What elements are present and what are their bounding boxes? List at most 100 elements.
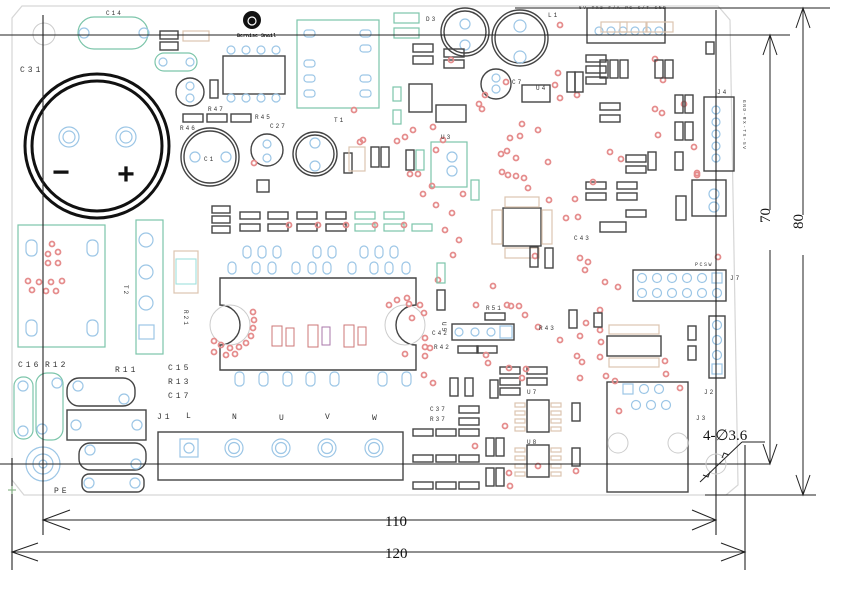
terminal-pad-v xyxy=(317,438,337,458)
label-c17: C17 xyxy=(168,392,191,401)
label-j1: J1 xyxy=(157,413,173,422)
power-module-outline xyxy=(219,277,417,371)
capacitor-c1 xyxy=(180,127,240,187)
label-r21: R21 xyxy=(182,310,189,327)
c31-pad-positive xyxy=(115,126,137,148)
label-c14: C14 xyxy=(106,10,123,17)
minus-sign: − xyxy=(52,158,70,192)
mcu-pins xyxy=(491,196,553,259)
dimension-80: 80 xyxy=(791,214,807,229)
smd-resistor xyxy=(182,113,204,123)
label-u4: U4 xyxy=(536,85,547,92)
smd-resistor xyxy=(412,55,434,65)
smd-resistor xyxy=(230,113,252,123)
capacitor-c7 xyxy=(480,68,512,100)
transformer-t1 xyxy=(296,19,380,109)
c31-outer-ring xyxy=(23,72,171,220)
pad xyxy=(119,130,133,144)
rj45-pads xyxy=(622,383,672,411)
dimension-110: 110 xyxy=(385,514,407,530)
pad xyxy=(158,57,168,67)
terminal-label-w: W xyxy=(372,414,380,423)
c31-inner-ring xyxy=(30,79,164,213)
label-u8: U8 xyxy=(527,439,538,446)
label-t2: T2 xyxy=(122,285,129,296)
mounting-hole-top-left xyxy=(32,22,56,46)
module-components xyxy=(271,324,367,348)
terminal-pad-w xyxy=(364,438,384,458)
label-d3: D3 xyxy=(426,16,437,23)
c31-pad-negative xyxy=(58,126,80,148)
top-connector-pads xyxy=(594,26,664,36)
smd-resistor xyxy=(206,113,228,123)
dimension-70: 70 xyxy=(758,208,774,223)
header-4pin xyxy=(708,315,726,379)
logo-text: Bernise Snail xyxy=(237,33,276,39)
label-l1: L1 xyxy=(548,12,559,19)
terminal-label-u: U xyxy=(279,414,287,423)
smd-resistor xyxy=(443,48,465,58)
scattered-vias xyxy=(250,21,722,490)
right-resistors xyxy=(585,21,674,233)
terminal-label-n: N xyxy=(232,413,240,422)
label-u3: U3 xyxy=(441,134,452,141)
ic-dip16 xyxy=(606,335,662,357)
mcu-qfp xyxy=(502,207,542,247)
label-r51: R51 xyxy=(486,305,503,312)
resistor-r11 xyxy=(66,377,136,407)
label-c31: C31 xyxy=(20,66,43,75)
label-r12: R12 xyxy=(45,361,68,370)
label-j4: J4 xyxy=(717,89,728,96)
connector-j5 xyxy=(691,179,727,217)
logo-spiral xyxy=(247,16,257,26)
diode xyxy=(393,27,420,39)
dimension-120: 120 xyxy=(385,546,408,562)
capacitor-c15 xyxy=(78,442,147,471)
capacitor-c7-large xyxy=(440,7,490,57)
lower-resistors xyxy=(412,312,548,490)
ic-dip8 xyxy=(222,55,286,95)
label-right-connector: GND-RX-TX-5V xyxy=(741,100,747,150)
label-c42: C42 xyxy=(432,330,449,337)
capacitor-c8 xyxy=(292,131,338,177)
pad xyxy=(78,27,90,39)
label-pe: PE xyxy=(54,487,70,496)
resistor-r13 xyxy=(66,409,147,441)
ic-pads xyxy=(226,45,281,103)
pad xyxy=(138,27,150,39)
pad xyxy=(185,57,195,67)
label-t1: T1 xyxy=(334,117,345,124)
terminal-label-v: V xyxy=(325,413,333,422)
label-r46: R46 xyxy=(180,125,197,132)
header-u5 xyxy=(451,323,515,341)
pad xyxy=(62,130,76,144)
label-r42: R42 xyxy=(434,344,451,351)
top-connector xyxy=(586,7,666,44)
mounting-hole-bottom-right xyxy=(705,453,727,475)
relay-pads xyxy=(25,239,99,337)
plus-sign: + xyxy=(117,160,135,194)
label-j7: J7 xyxy=(730,275,741,282)
label-c16: C16 xyxy=(18,361,41,370)
smd-resistor xyxy=(412,43,434,53)
module-bottom-pads xyxy=(234,371,412,387)
connector-j4 xyxy=(703,96,735,172)
regulator xyxy=(435,104,467,123)
capacitor-c17 xyxy=(81,473,145,493)
terminal-pad-n xyxy=(224,438,244,458)
capacitor-c16 xyxy=(13,376,34,440)
label-c37: C37 xyxy=(430,406,447,413)
label-c1: C1 xyxy=(204,156,215,163)
connector-rj45 xyxy=(606,381,689,493)
dip16-pins xyxy=(608,324,660,368)
diode xyxy=(393,12,420,24)
capacitor-outline xyxy=(154,52,198,72)
label-u7: U7 xyxy=(527,389,538,396)
c14-outline xyxy=(77,16,149,50)
label-r37: R37 xyxy=(430,416,447,423)
resistor-r12 xyxy=(35,372,64,441)
relay-outline xyxy=(17,224,106,348)
transformer-t2 xyxy=(135,219,164,355)
terminal-label-l: L xyxy=(186,412,194,421)
